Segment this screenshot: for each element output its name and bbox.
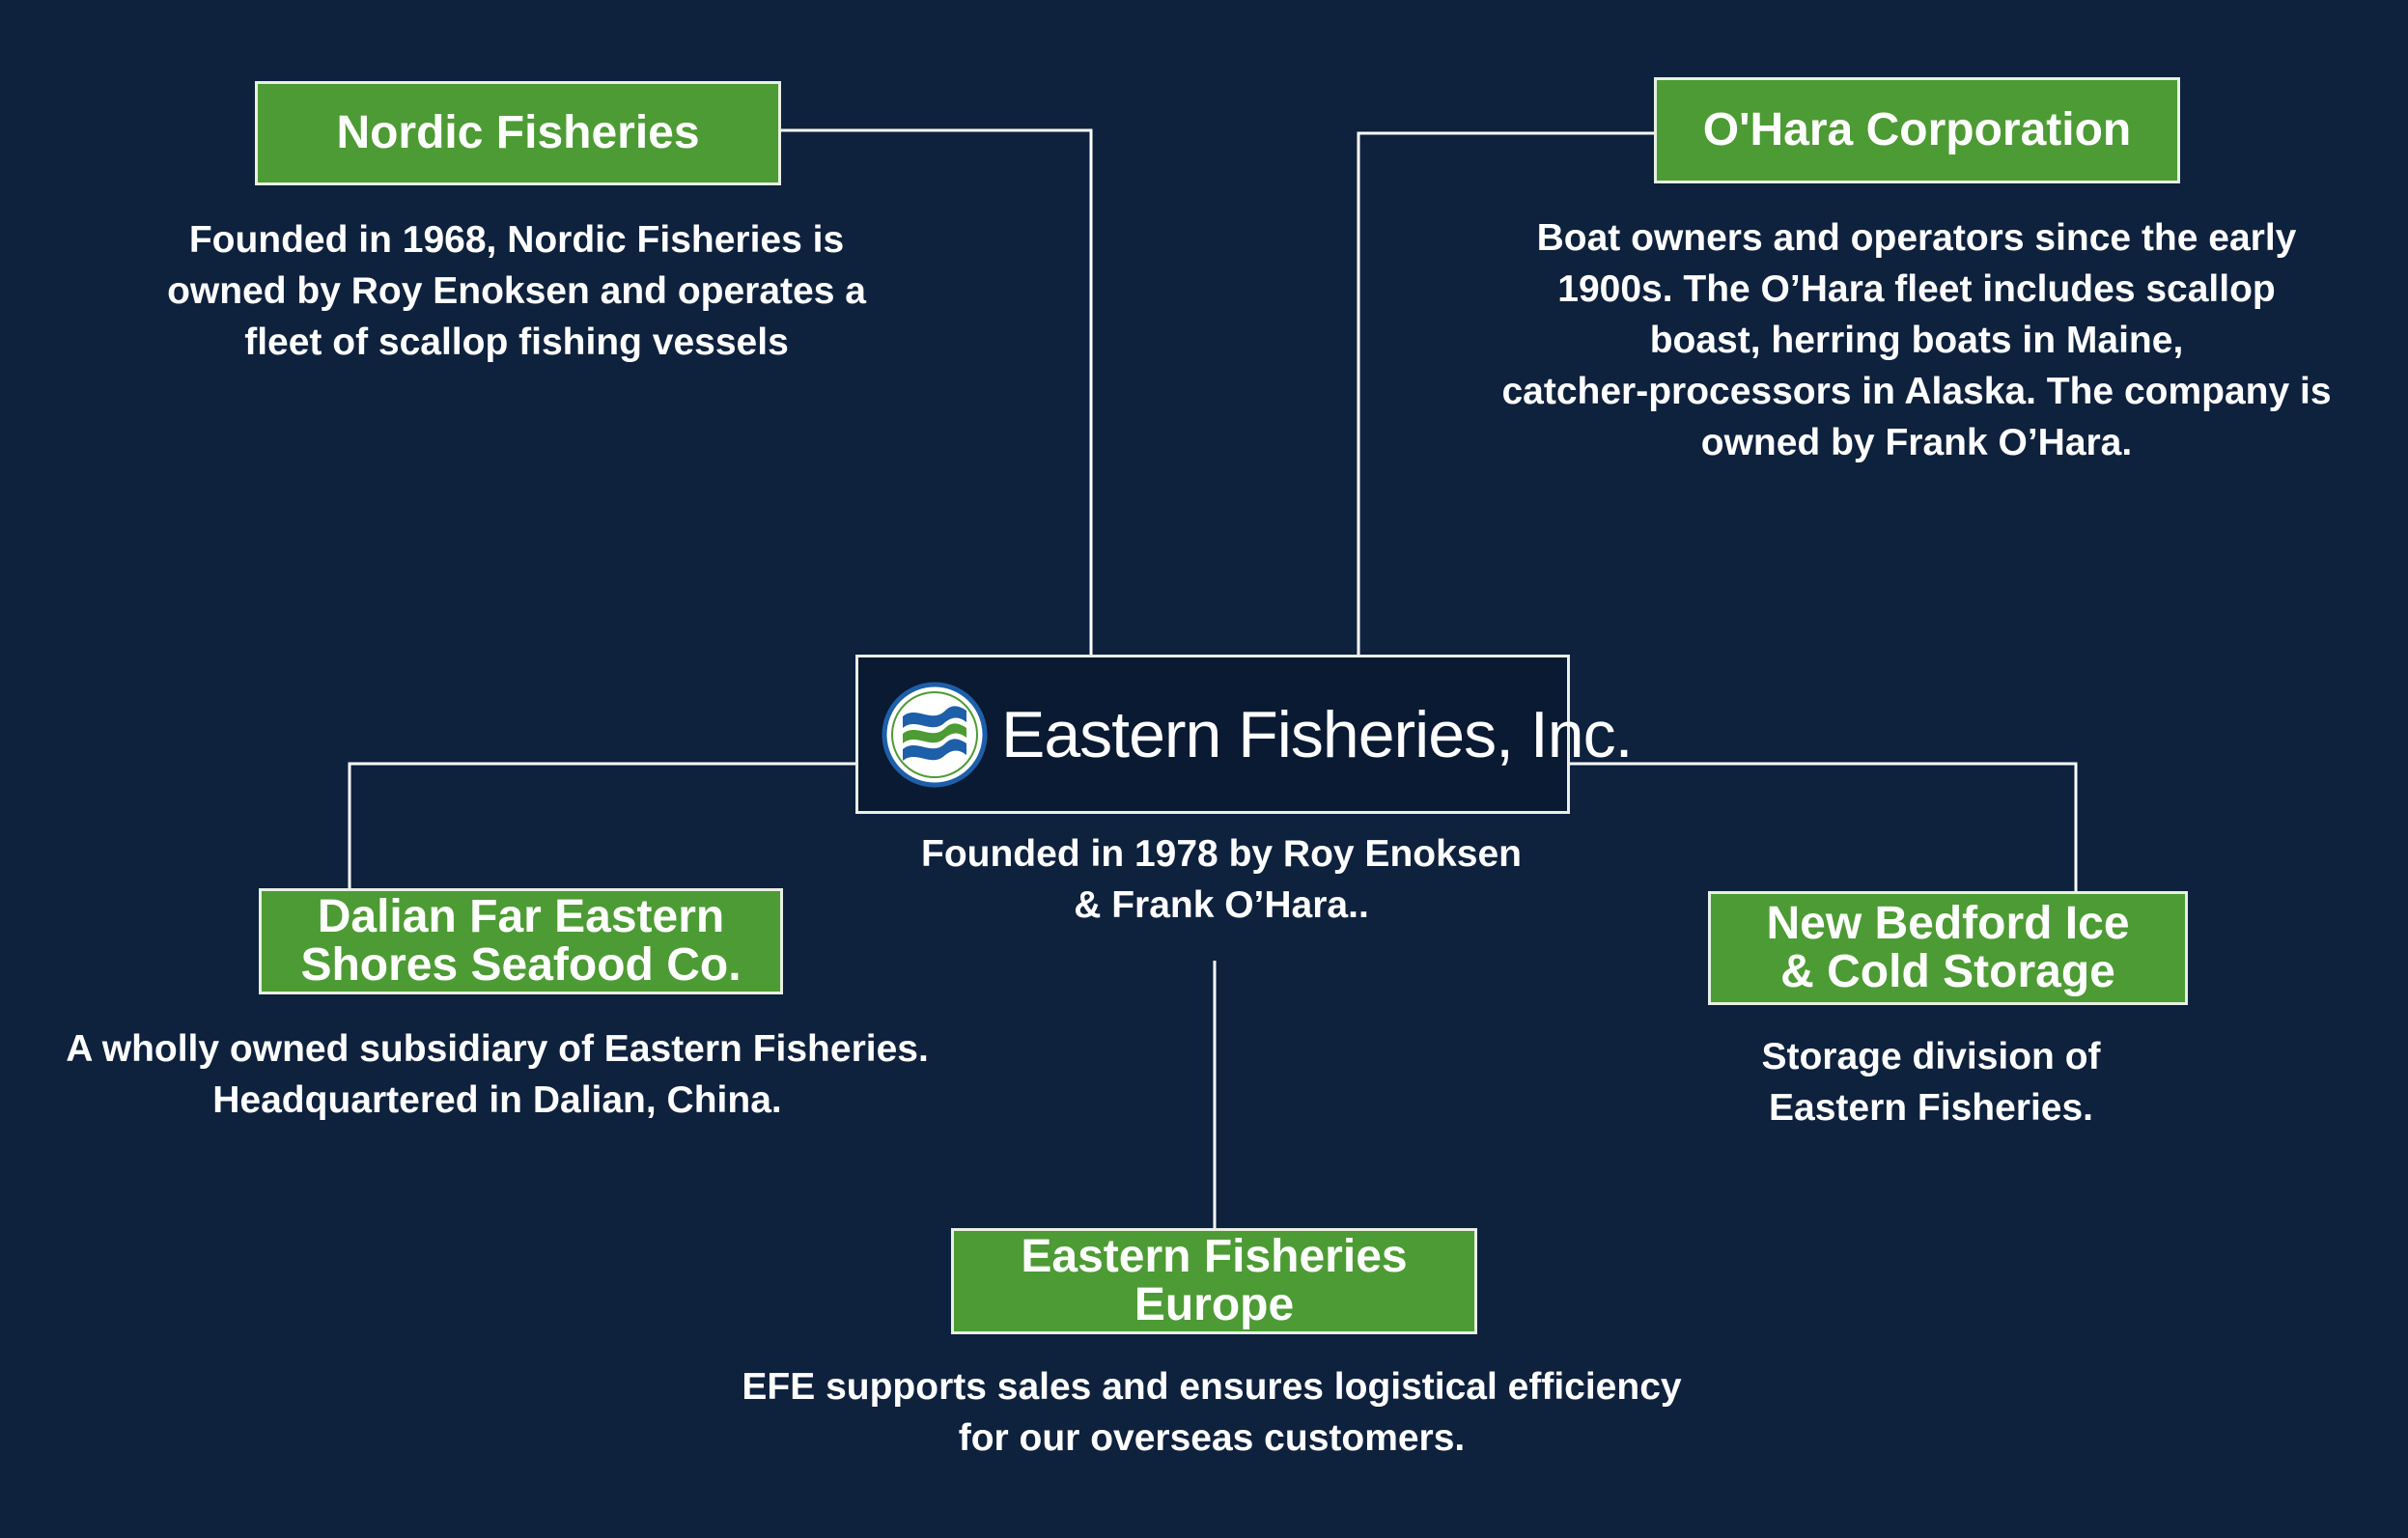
- center-eastern-fisheries-inc: Eastern Fisheries, Inc.: [855, 655, 1633, 814]
- node-nordic-fisheries: Nordic Fisheries: [255, 81, 781, 185]
- center-description: Founded in 1978 by Roy Enoksen & Frank O…: [921, 833, 1522, 926]
- node-eastern-fisheries-europe: Eastern Fisheries Europe: [951, 1228, 1477, 1334]
- node-dalian-description: A wholly owned subsidiary of Eastern Fis…: [66, 1028, 929, 1121]
- connector-dalian: [348, 762, 855, 890]
- node-dalian-title: Dalian Far Eastern Shores Seafood Co.: [300, 891, 742, 991]
- connector-new-bedford: [1570, 762, 2078, 893]
- wave-flag-logo-icon: [882, 682, 988, 787]
- connector-nordic: [778, 128, 1093, 655]
- node-europe-description: EFE supports sales and ensures logistica…: [742, 1366, 1682, 1459]
- node-nordic-description: Founded in 1968, Nordic Fisheries is own…: [167, 219, 866, 363]
- node-europe-title: Eastern Fisheries Europe: [1021, 1231, 1408, 1330]
- node-ohara-corporation: O'Hara Corporation: [1654, 77, 2180, 183]
- node-new-bedford-description: Storage division of Eastern Fisheries.: [1761, 1036, 2101, 1129]
- center-title: Eastern Fisheries, Inc.: [1001, 697, 1633, 771]
- node-ohara-title: O'Hara Corporation: [1702, 104, 2132, 155]
- node-dalian-far-eastern: Dalian Far Eastern Shores Seafood Co.: [259, 888, 783, 994]
- node-nordic-title: Nordic Fisheries: [336, 107, 700, 158]
- node-new-bedford-ice: New Bedford Ice & Cold Storage: [1708, 891, 2188, 1005]
- node-ohara-description: Boat owners and operators since the earl…: [1501, 217, 2332, 463]
- node-new-bedford-title: New Bedford Ice & Cold Storage: [1766, 898, 2130, 997]
